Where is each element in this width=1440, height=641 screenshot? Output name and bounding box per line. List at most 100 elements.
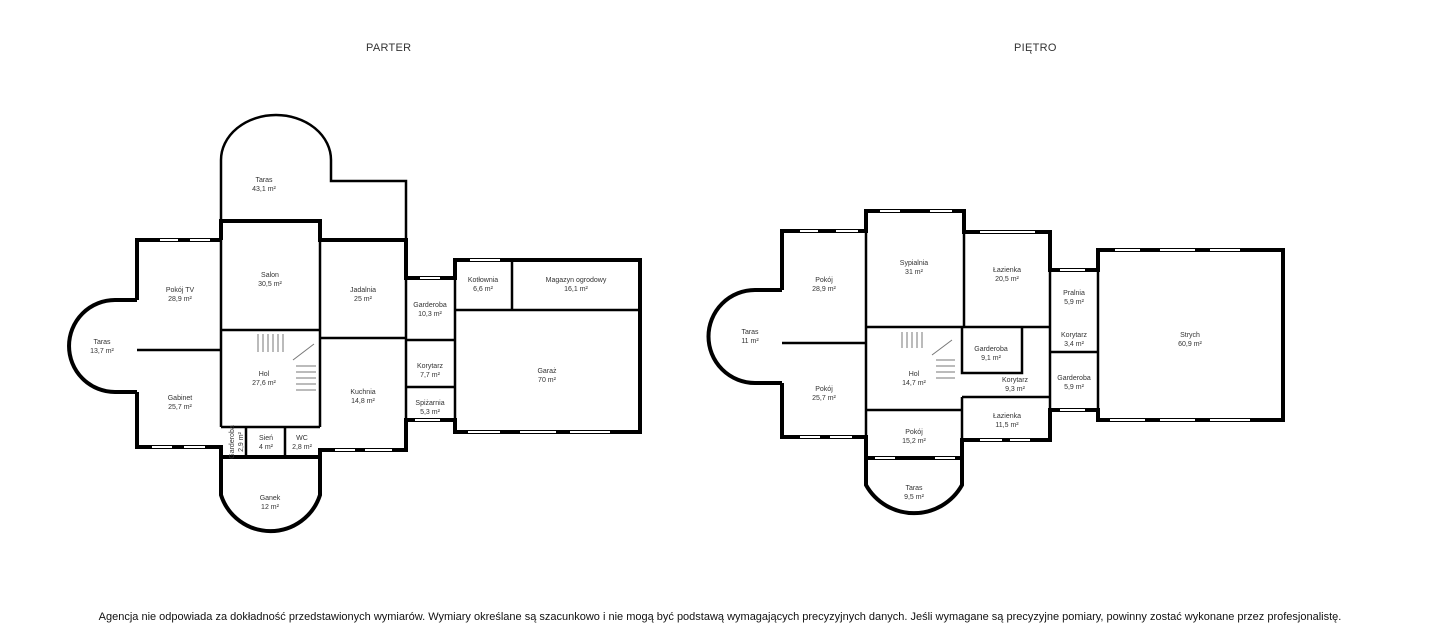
room-area: 5,9 m² <box>1064 299 1085 306</box>
room-area: 27,6 m² <box>252 380 276 387</box>
room-label: Pokój 15,2 m² <box>902 429 926 445</box>
room-label: Garderoba 10,3 m² <box>413 302 447 318</box>
room-name: Garderoba <box>413 302 447 309</box>
room-label: Garderoba 5,9 m² <box>1057 375 1091 391</box>
room-label: Taras 43,1 m² <box>252 177 276 193</box>
room-name: Sień <box>259 435 273 442</box>
room-area: 31 m² <box>905 269 924 276</box>
room-label: Gabinet 25,7 m² <box>168 395 193 411</box>
room-name: Kuchnia <box>350 389 375 396</box>
room-name: Garderoba <box>229 425 236 459</box>
room-name: Ganek <box>260 495 281 502</box>
interior-walls <box>782 231 1100 440</box>
room-area: 9,3 m² <box>1005 386 1026 393</box>
room-area: 7,7 m² <box>420 372 441 379</box>
room-name: Taras <box>93 339 111 346</box>
room-name: Łazienka <box>993 413 1021 420</box>
stairs <box>901 332 955 379</box>
room-name: Pokój <box>905 429 923 436</box>
room-area: 15,2 m² <box>902 438 926 445</box>
interior-walls <box>137 240 640 457</box>
room-name: Pokój <box>815 386 833 393</box>
stairs <box>257 334 316 391</box>
room-name: Jadalnia <box>350 287 376 294</box>
room-area: 5,3 m² <box>420 409 441 416</box>
room-label: Taras 11 m² <box>741 329 759 345</box>
room-area: 16,1 m² <box>564 286 588 293</box>
room-name: Strych <box>1180 332 1200 339</box>
terrace-left-outline <box>67 298 137 394</box>
room-area: 13,7 m² <box>90 348 114 355</box>
room-name: Kotłownia <box>468 277 498 284</box>
room-name: Taras <box>905 485 923 492</box>
parter-plan <box>67 113 642 534</box>
room-name: Korytarz <box>1061 332 1088 339</box>
room-area: 60,9 m² <box>1178 341 1202 348</box>
terrace-outline <box>219 113 408 240</box>
room-label: Taras 9,5 m² <box>904 485 925 501</box>
room-label: Pokój 25,7 m² <box>812 386 836 402</box>
room-name: Pokój <box>815 277 833 284</box>
room-label: Kuchnia 14,8 m² <box>350 389 375 405</box>
room-area: 10,3 m² <box>418 311 442 318</box>
room-label: Korytarz 9,3 m² <box>1002 377 1029 393</box>
room-name: Taras <box>741 329 759 336</box>
floor-title-pietro: PIĘTRO <box>1014 42 1057 54</box>
room-area: 14,8 m² <box>351 398 375 405</box>
ganek-outline <box>219 457 322 534</box>
room-area: 6,6 m² <box>473 286 494 293</box>
floor-title-parter: PARTER <box>366 42 412 54</box>
pietro-plan <box>706 209 1285 516</box>
room-label: Pralnia 5,9 m² <box>1063 290 1085 306</box>
room-area: 2,9 m² <box>238 431 245 452</box>
room-area: 70 m² <box>538 377 557 384</box>
room-name: Pokój TV <box>166 287 195 294</box>
room-name: Sypialnia <box>900 260 929 267</box>
room-area: 28,9 m² <box>812 286 836 293</box>
room-area: 9,1 m² <box>981 355 1002 362</box>
room-name: Hol <box>909 371 920 378</box>
room-label: Łazienka 11,5 m² <box>993 413 1021 429</box>
room-name: Gabinet <box>168 395 193 402</box>
room-name: Pralnia <box>1063 290 1085 297</box>
room-area: 4 m² <box>259 444 274 451</box>
room-area: 30,5 m² <box>258 281 282 288</box>
room-label: Sypialnia 31 m² <box>900 260 929 276</box>
room-area: 43,1 m² <box>252 186 276 193</box>
room-name: Taras <box>255 177 273 184</box>
room-name: WC <box>296 435 308 442</box>
room-label: Kotłownia 6,6 m² <box>468 277 498 293</box>
room-name: Hol <box>259 371 270 378</box>
room-label: Pokój TV 28,9 m² <box>166 287 195 303</box>
room-label: Spiżarnia 5,3 m² <box>415 400 444 416</box>
room-area: 11,5 m² <box>995 422 1019 429</box>
windows <box>800 210 1250 459</box>
room-area: 20,5 m² <box>995 276 1019 283</box>
room-name: Korytarz <box>1002 377 1029 384</box>
windows <box>152 239 610 451</box>
room-name: Łazienka <box>993 267 1021 274</box>
room-label: Strych 60,9 m² <box>1178 332 1202 348</box>
room-area: 9,5 m² <box>904 494 925 501</box>
room-area: 25,7 m² <box>812 395 836 402</box>
terrace-bottom-outline <box>864 458 964 516</box>
room-area: 11 m² <box>741 338 759 345</box>
disclaimer: Agencja nie odpowiada za dokładność prze… <box>98 611 1342 623</box>
room-area: 28,9 m² <box>168 296 192 303</box>
room-name: Garderoba <box>1057 375 1091 382</box>
room-area: 25,7 m² <box>168 404 192 411</box>
room-label: Pokój 28,9 m² <box>812 277 836 293</box>
room-name: Spiżarnia <box>415 400 444 407</box>
room-area: 5,9 m² <box>1064 384 1085 391</box>
